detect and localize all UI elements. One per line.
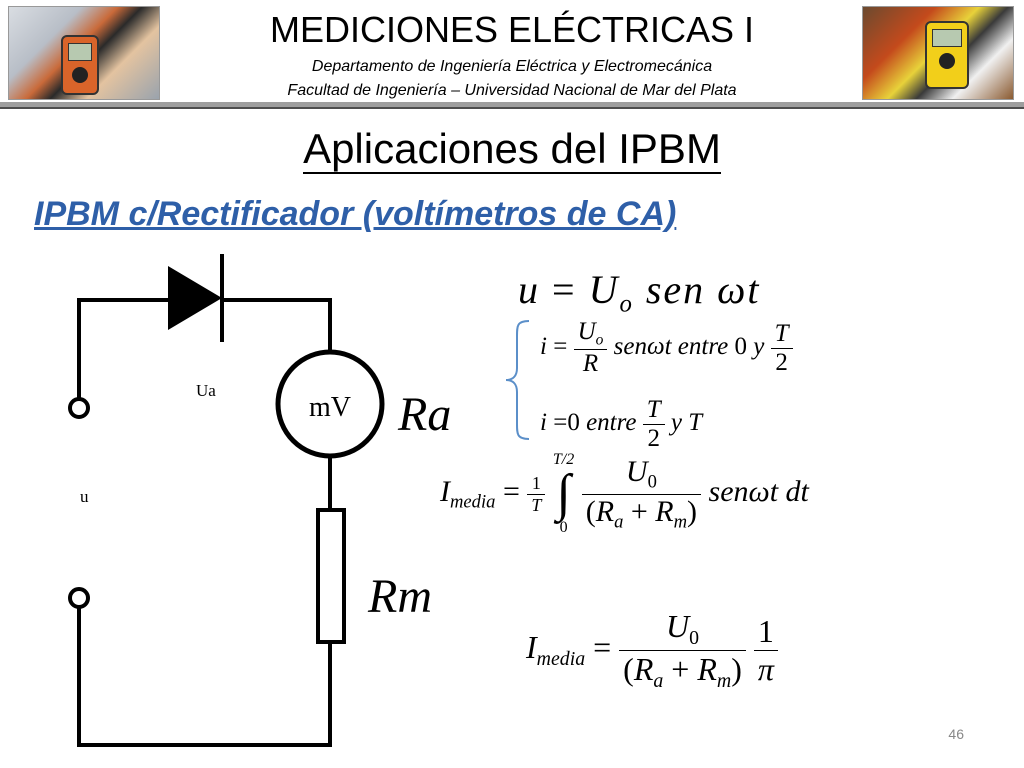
slide-title: Aplicaciones del IPBM (303, 125, 721, 174)
faculty-name: Facultad de Ingeniería – Universidad Nac… (287, 82, 737, 99)
meter-label: mV (309, 392, 351, 423)
course-title: MEDICIONES ELÉCTRICAS I (269, 9, 755, 50)
header-divider (0, 102, 1024, 107)
slide-subtitle: IPBM c/Rectificador (voltímetros de CA) (34, 195, 677, 233)
page-number: 46 (948, 726, 964, 742)
header-divider-dark (0, 107, 1024, 109)
multimeter-icon (925, 21, 969, 89)
diode-voltage-label: Ua (196, 381, 216, 400)
ra-label: Ra (397, 388, 451, 441)
diode-icon (168, 266, 222, 330)
wire-bottom (77, 608, 332, 747)
rectifier-circuit-diagram: mV Ua u Ra Rm (68, 254, 451, 747)
millivoltmeter-icon (275, 349, 385, 459)
resistor-icon (316, 508, 346, 644)
rm-label: Rm (367, 570, 432, 623)
wire-top-right (222, 298, 332, 352)
header-photo-left (8, 6, 160, 100)
brace-icon (505, 320, 530, 440)
source-voltage-label: u (80, 487, 89, 506)
equation-voltage: u = Uo sen ωt (518, 267, 761, 318)
terminal-bottom (68, 587, 90, 609)
header-photo-right (862, 6, 1014, 100)
wire-top-left (77, 298, 170, 400)
multimeter-icon (61, 35, 99, 95)
terminal-top (68, 397, 90, 419)
department-name: Departamento de Ingeniería Eléctrica y E… (311, 58, 713, 75)
